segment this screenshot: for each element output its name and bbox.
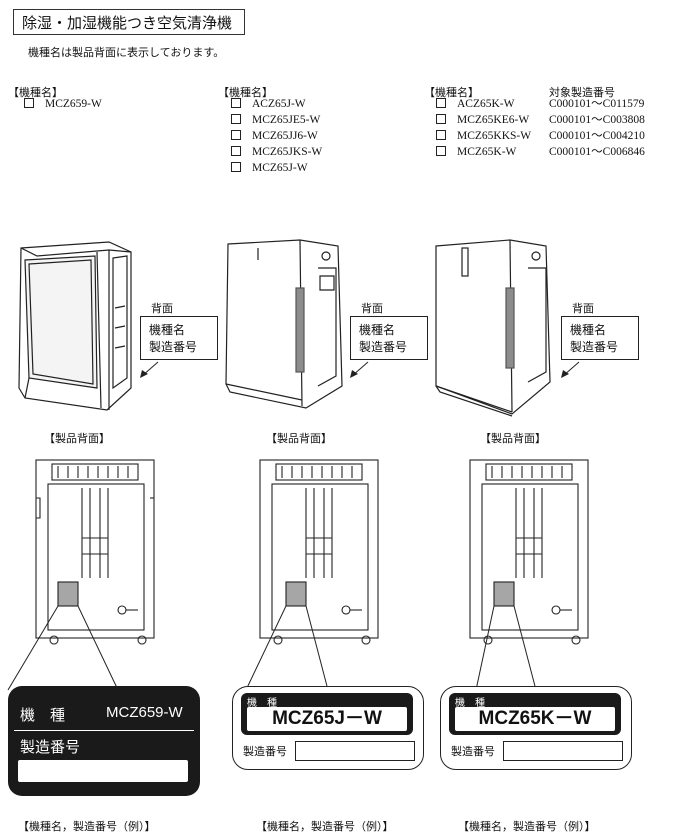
serial-range: C000101～C003808 [549,114,645,126]
label-model-heading: 機 種 [247,698,277,709]
rear-caption: 【製品背面】 [480,432,546,445]
label-model-panel: 機 種 MCZ65J－W [241,693,413,735]
serial-range-header: 対象製造番号 [549,86,615,99]
checkbox-icon [231,146,241,156]
page-title: 除湿・加湿機能つき空気清浄機 [13,9,245,35]
group2-list: ACZ65J-W MCZ65JE5-W MCZ65JJ6-W MCZ65JKS-… [231,96,322,176]
list-item: MCZ65J-W [231,160,322,176]
callout-serial: 製造番号 [149,340,198,354]
callout-model: 機種名 [149,323,186,337]
list-item: MCZ659-W [24,96,102,112]
arrow-icon [561,361,580,378]
callout-model: 機種名 [570,323,607,337]
example-label-3: 機 種 MCZ65K－W 製造番号 [440,686,632,770]
serial-range: C000101～C006846 [549,146,645,158]
callout-box: 機種名 製造番号 [561,316,639,360]
checkbox-icon [231,130,241,140]
back-label: 背面 [361,302,383,315]
list-item: MCZ65K-W [436,144,531,160]
product-front-illustration-2 [225,239,343,409]
back-label: 背面 [151,302,173,315]
serial-range: C000101～C011579 [549,98,645,110]
callout-box: 機種名 製造番号 [140,316,218,360]
checkbox-icon [436,114,446,124]
example-caption: 【機種名，製造番号（例）】 [18,820,156,833]
example-label-1: 機 種 MCZ659-W 製造番号 [8,686,200,796]
group1-list: MCZ659-W [24,96,102,112]
label-model-heading: 機 種 [20,706,66,724]
back-label: 背面 [572,302,594,315]
example-caption: 【機種名，製造番号（例）】 [256,820,394,833]
list-item: MCZ65JJ6-W [231,128,322,144]
list-item: MCZ65KE6-W [436,112,531,128]
product-front-illustration-1 [18,241,132,411]
checkbox-icon [436,146,446,156]
group3-list: ACZ65K-W MCZ65KE6-W MCZ65KKS-W MCZ65K-W [436,96,531,160]
checkbox-icon [231,114,241,124]
callout-box: 機種名 製造番号 [350,316,428,360]
list-item: MCZ65JKS-W [231,144,322,160]
label-serial-heading: 製造番号 [20,738,81,756]
note-text: 機種名は製品背面に表示しております。 [28,46,225,59]
list-item: ACZ65K-W [436,96,531,112]
example-label-2: 機 種 MCZ65J－W 製造番号 [232,686,424,770]
label-serial-field [295,741,415,761]
product-rear-illustration-1 [35,459,155,645]
label-model-value: MCZ65K－W [455,707,615,731]
product-front-illustration-3 [435,239,551,417]
label-divider [14,730,194,731]
label-serial-field [18,760,188,782]
checkbox-icon [231,98,241,108]
group1-header: 【機種名】 [8,86,63,99]
serial-list: C000101～C011579 C000101～C003808 C000101～… [549,96,645,160]
checkbox-icon [436,98,446,108]
label-model-panel: 機 種 MCZ65K－W [449,693,621,735]
group3-header: 【機種名】 [424,86,479,99]
group2-header: 【機種名】 [218,86,273,99]
label-serial-heading: 製造番号 [243,745,287,758]
example-caption: 【機種名，製造番号（例）】 [458,820,596,833]
callout-model: 機種名 [359,323,396,337]
callout-serial: 製造番号 [359,340,408,354]
list-item: MCZ65KKS-W [436,128,531,144]
product-rear-illustration-2 [259,459,379,645]
label-model-value: MCZ659-W [106,704,183,721]
label-serial-heading: 製造番号 [451,745,495,758]
arrow-icon [140,361,159,378]
label-model-value: MCZ65J－W [247,707,407,731]
checkbox-icon [436,130,446,140]
label-model-heading: 機 種 [455,698,485,709]
serial-range: C000101～C004210 [549,130,645,142]
arrow-icon [350,361,369,378]
checkbox-icon [24,98,34,108]
list-item: MCZ65JE5-W [231,112,322,128]
list-item: ACZ65J-W [231,96,322,112]
product-rear-illustration-3 [469,459,589,645]
callout-serial: 製造番号 [570,340,619,354]
rear-caption: 【製品背面】 [44,432,110,445]
rear-caption: 【製品背面】 [266,432,332,445]
checkbox-icon [231,162,241,172]
label-serial-field [503,741,623,761]
